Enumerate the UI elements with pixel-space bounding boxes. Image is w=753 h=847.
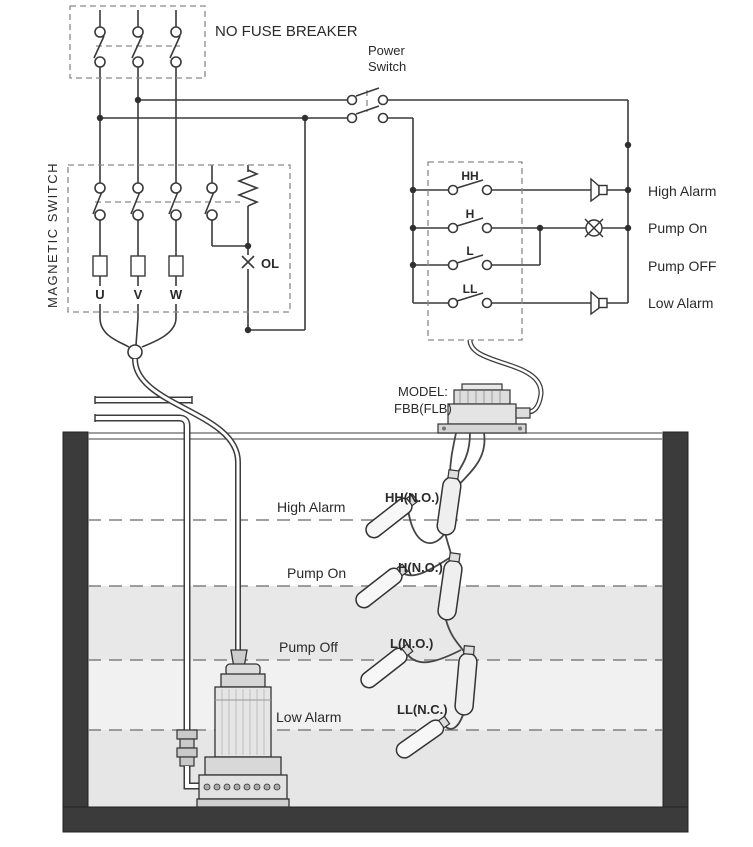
junction-dots bbox=[96, 96, 632, 334]
magnetic-switch-box bbox=[67, 164, 291, 313]
float-contact-box bbox=[427, 161, 523, 341]
float-contact-symbols bbox=[447, 179, 493, 309]
symbols bbox=[92, 26, 608, 360]
contact-hh-label: HH bbox=[461, 169, 478, 183]
controller-cable bbox=[467, 339, 544, 415]
water-band-low bbox=[88, 730, 663, 807]
tank-cover bbox=[88, 432, 662, 440]
speaker-icon-high-alarm bbox=[590, 177, 608, 203]
float-ll-label: LL(N.C.) bbox=[397, 702, 448, 717]
hose-coupling bbox=[176, 729, 198, 767]
overload-label: OL bbox=[261, 256, 279, 271]
float-l-label: L(N.O.) bbox=[390, 636, 433, 651]
output-pump-off-label: Pump OFF bbox=[648, 258, 716, 274]
cable-gland bbox=[127, 344, 143, 360]
submersible-pump bbox=[196, 649, 290, 808]
breaker-contacts bbox=[94, 26, 182, 68]
output-high-alarm-label: High Alarm bbox=[648, 183, 716, 199]
output-pump-on-label: Pump On bbox=[648, 220, 707, 236]
float-l-hanging bbox=[454, 645, 478, 716]
contact-h-label: H bbox=[466, 207, 475, 221]
circuit-wires bbox=[99, 10, 629, 348]
contactor-poles bbox=[92, 182, 218, 277]
contact-l-label: L bbox=[466, 244, 473, 258]
level-low-alarm-label: Low Alarm bbox=[276, 709, 341, 725]
float-hh bbox=[365, 493, 419, 539]
float-h-hanging bbox=[437, 551, 463, 621]
power-switch-label-2: Switch bbox=[368, 59, 406, 74]
model-label: MODEL: bbox=[398, 384, 448, 399]
float-hh-hanging bbox=[436, 468, 462, 536]
level-pump-on-label: Pump On bbox=[287, 565, 346, 581]
pump-power-cable bbox=[132, 358, 241, 652]
speaker-icon-low-alarm bbox=[590, 290, 608, 316]
phase-u-label: U bbox=[95, 287, 104, 302]
mounting-flange bbox=[437, 423, 527, 434]
pump-volute bbox=[204, 756, 282, 776]
tank-floor bbox=[62, 806, 689, 833]
tank-wall-left bbox=[62, 431, 89, 833]
level-high-alarm-label: High Alarm bbox=[277, 499, 345, 515]
junction-box bbox=[437, 383, 531, 434]
tank-wall-right bbox=[662, 431, 689, 833]
terminal-blocks bbox=[92, 255, 184, 277]
phase-v-label: V bbox=[134, 287, 143, 302]
lamp-icon-pump-on bbox=[584, 218, 604, 238]
contact-ll-label: LL bbox=[463, 282, 478, 296]
labels: NO FUSE BREAKER Power Switch MAGNETIC SW… bbox=[45, 23, 716, 725]
float-ll bbox=[395, 715, 451, 759]
output-low-alarm-label: Low Alarm bbox=[648, 295, 713, 311]
phase-w-label: W bbox=[170, 287, 183, 302]
heater-zigzag bbox=[236, 169, 260, 207]
cable-nipple bbox=[515, 407, 531, 419]
pump-cap bbox=[220, 673, 266, 688]
float-h-label: H(N.O.) bbox=[398, 560, 443, 575]
overload-trip-icon bbox=[241, 255, 255, 269]
junction-box-hatch bbox=[459, 391, 501, 403]
strainer-holes bbox=[203, 783, 281, 791]
float-hh-label: HH(N.O.) bbox=[385, 490, 439, 505]
power-switch-label-1: Power bbox=[368, 43, 406, 58]
power-switch-symbol bbox=[346, 87, 389, 124]
nfb-label: NO FUSE BREAKER bbox=[215, 23, 358, 40]
breaker-blades bbox=[93, 35, 181, 59]
float-l bbox=[360, 643, 414, 689]
pump-feet bbox=[196, 798, 290, 808]
tank bbox=[62, 431, 689, 833]
nfb-box bbox=[69, 5, 206, 79]
float-assembly bbox=[355, 432, 486, 759]
model-value: FBB(FLB) bbox=[394, 401, 452, 416]
magnetic-switch-label: MAGNETIC SWITCH bbox=[45, 162, 60, 308]
float-h bbox=[355, 563, 409, 609]
level-pump-off-label: Pump Off bbox=[279, 639, 338, 655]
